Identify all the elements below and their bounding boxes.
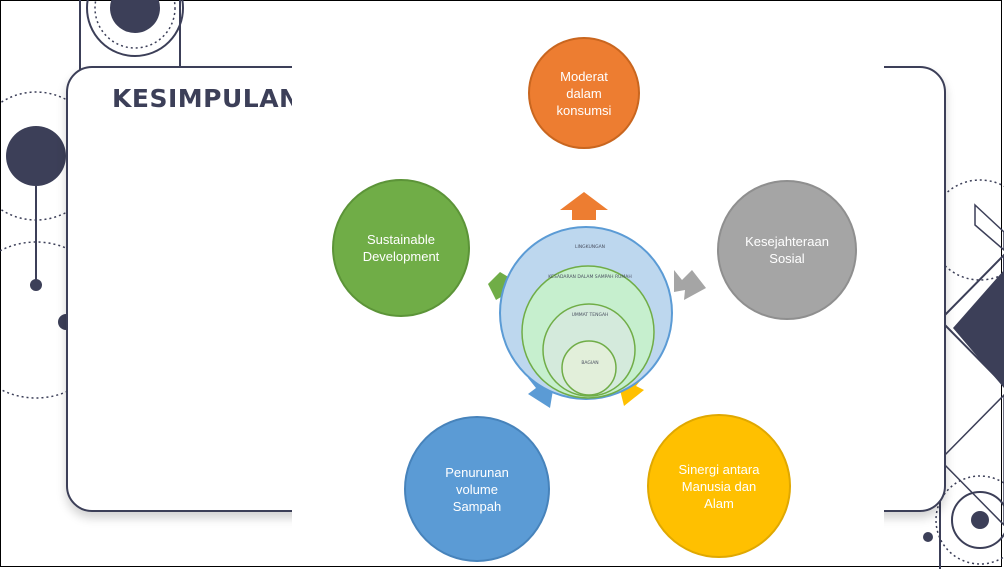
decor-dot — [30, 279, 42, 291]
decor-diamond — [974, 203, 1004, 251]
node-moderat-dalam-konsumsi: Moderat dalam konsumsi — [528, 37, 640, 149]
slide-title: KESIMPULAN — [112, 84, 301, 113]
ring-label: KESADARAN DALAM SAMPAH RUMAH — [548, 274, 632, 280]
node-label: Moderat dalam konsumsi — [556, 68, 612, 118]
decor-dot — [110, 0, 160, 33]
decor-diamond — [938, 393, 1004, 527]
node-sinergi-manusia-alam: Sinergi antara Manusia dan Alam — [647, 414, 791, 558]
decor-diamond — [953, 270, 1004, 388]
node-penurunan-volume-sampah: Penurunan volume Sampah — [404, 416, 550, 562]
decor-circle — [94, 0, 176, 49]
decor-circle — [935, 475, 1004, 565]
node-label: Kesejahteraan Sosial — [745, 234, 829, 266]
center-rings: LINGKUNGAN KESADARAN DALAM SAMPAH RUMAH … — [488, 192, 706, 408]
ring-label: LINGKUNGAN — [575, 244, 605, 250]
decor-circle — [86, 0, 184, 57]
node-kesejahteraan-sosial: Kesejahteraan Sosial — [717, 180, 857, 320]
ring-label: BAGIAN — [581, 360, 598, 366]
node-label: Sinergi antara Manusia dan Alam — [678, 461, 760, 511]
ring-bagian — [561, 340, 617, 396]
decor-dot — [923, 532, 933, 542]
node-label: Sustainable Development — [362, 232, 440, 264]
arrow-up-icon — [560, 192, 608, 220]
concept-diagram: LINGKUNGAN KESADARAN DALAM SAMPAH RUMAH … — [292, 32, 884, 562]
arrow-right-icon — [674, 270, 706, 300]
decor-dot — [971, 511, 989, 529]
decor-diamond — [938, 253, 1004, 387]
node-label: Penurunan volume Sampah — [445, 464, 509, 514]
ring-label: UMMAT TENGAH — [572, 312, 609, 318]
node-sustainable-development: Sustainable Development — [332, 179, 470, 317]
decor-circle — [951, 491, 1004, 549]
arrow-down-left-icon — [528, 376, 554, 408]
decor-dot — [6, 126, 66, 186]
